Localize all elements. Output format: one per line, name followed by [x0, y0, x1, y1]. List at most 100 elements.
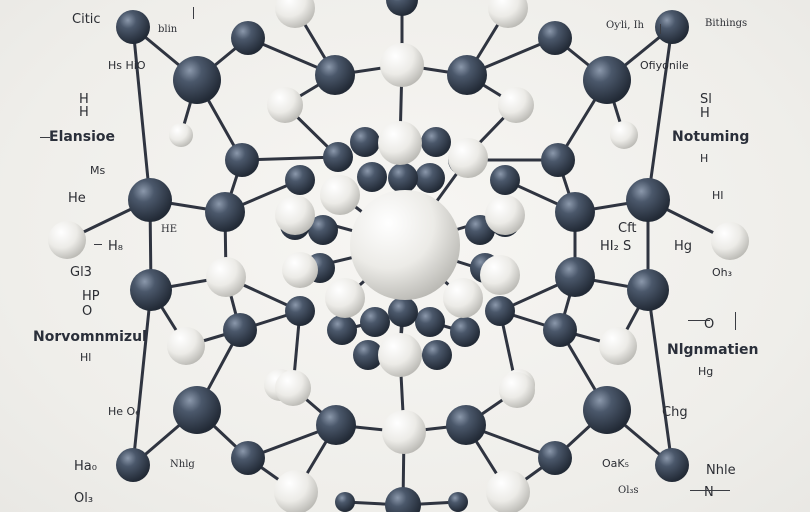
label-elansioe: Elansioe — [49, 129, 116, 145]
label-chg: Chg — [662, 405, 688, 420]
dark-atom — [357, 162, 387, 192]
dark-atom — [315, 55, 355, 95]
dark-atom — [446, 405, 486, 445]
pointer-tick — [660, 24, 661, 34]
dark-atom — [385, 487, 421, 512]
label-he-small: HE — [161, 224, 178, 235]
dark-atom — [323, 142, 353, 172]
dark-atom — [223, 313, 257, 347]
dark-atom — [538, 441, 572, 475]
light-atom — [378, 121, 422, 165]
label-gl3: Gl3 — [70, 265, 92, 280]
atoms — [48, 0, 749, 512]
pointer-tick — [40, 137, 50, 138]
dark-atom — [415, 163, 445, 193]
dark-atom — [335, 492, 355, 512]
label-bithings: Bithings — [705, 18, 748, 29]
label-nhlg: Nhlg — [170, 459, 195, 470]
light-atom — [275, 370, 311, 406]
dark-atom — [388, 297, 418, 327]
label-hs-hio: Hs HiO — [108, 59, 146, 72]
label-oh3: Oh₃ — [712, 266, 733, 279]
pointer-tick — [735, 312, 736, 330]
label-ms: Ms — [90, 164, 106, 177]
label-sl: Sl — [700, 92, 712, 107]
label-oak5: OaK₅ — [602, 457, 630, 470]
label-hi-right: HI — [712, 189, 724, 202]
light-atom — [499, 372, 535, 408]
label-citic: Citic — [72, 12, 101, 27]
bond — [131, 25, 152, 202]
label-h8: H₈ — [108, 239, 123, 254]
label-notuming: Notuming — [672, 129, 750, 145]
label-n: N — [704, 485, 714, 500]
light-atom — [169, 123, 193, 147]
dark-atom — [285, 165, 315, 195]
light-atom — [382, 410, 426, 454]
bond — [646, 25, 674, 202]
dark-atom — [225, 143, 259, 177]
light-atom — [206, 257, 246, 297]
light-atom — [48, 221, 86, 259]
light-atom — [167, 327, 205, 365]
dark-atom — [448, 492, 468, 512]
label-oyli-ih: Oƴli, Ih — [606, 20, 644, 31]
light-atom — [325, 278, 365, 318]
label-blin: blin — [158, 24, 178, 35]
dark-atom — [543, 313, 577, 347]
dark-atom — [447, 55, 487, 95]
light-atom — [267, 87, 303, 123]
light-atom — [275, 195, 315, 235]
light-atom — [480, 255, 520, 295]
light-atom — [443, 278, 483, 318]
light-atom — [498, 87, 534, 123]
dark-atom — [655, 448, 689, 482]
label-norvomnmizul: Norvomnmizul — [33, 329, 147, 345]
dark-atom — [231, 21, 265, 55]
label-h-right-2: H — [700, 152, 709, 165]
pointer-tick — [690, 490, 730, 491]
label-nlgnmatien: Nlgnmatien — [667, 342, 759, 358]
dark-atom — [541, 143, 575, 177]
dark-atom — [130, 269, 172, 311]
light-atom — [448, 138, 488, 178]
label-hl: Hl — [80, 351, 92, 364]
dark-atom — [388, 163, 418, 193]
dark-atom — [627, 269, 669, 311]
dark-atom — [422, 340, 452, 370]
dark-atom — [173, 386, 221, 434]
dark-atom — [655, 10, 689, 44]
bond — [131, 288, 153, 467]
label-h-left-1: H — [79, 92, 89, 107]
light-atom — [488, 0, 528, 28]
label-ofiyonile: Ofiyonile — [640, 59, 689, 72]
dark-atom — [583, 386, 631, 434]
pointer-tick — [193, 7, 194, 19]
label-cft: Cft — [618, 221, 637, 236]
label-h-left-2: H — [79, 105, 89, 120]
light-atom — [610, 121, 638, 149]
dark-atom — [386, 0, 418, 16]
label-hp: HP — [82, 289, 100, 304]
light-atom — [320, 175, 360, 215]
label-hi2-s: HI₂ S — [600, 239, 632, 254]
dark-atom — [538, 21, 572, 55]
label-nhle: Nhle — [706, 463, 736, 478]
dark-atom — [116, 448, 150, 482]
dark-atom — [173, 56, 221, 104]
light-atom — [599, 327, 637, 365]
light-atom — [282, 252, 318, 288]
dark-atom — [205, 192, 245, 232]
label-o-left: O — [82, 304, 93, 319]
dark-atom — [327, 315, 357, 345]
dark-atom — [116, 10, 150, 44]
label-ol3s: Ol₃s — [618, 485, 639, 496]
dark-atom — [583, 56, 631, 104]
dark-atom — [415, 307, 445, 337]
label-hg-right: Hg — [674, 239, 693, 254]
bond — [646, 288, 674, 467]
dark-atom — [490, 165, 520, 195]
light-atom — [275, 0, 315, 28]
